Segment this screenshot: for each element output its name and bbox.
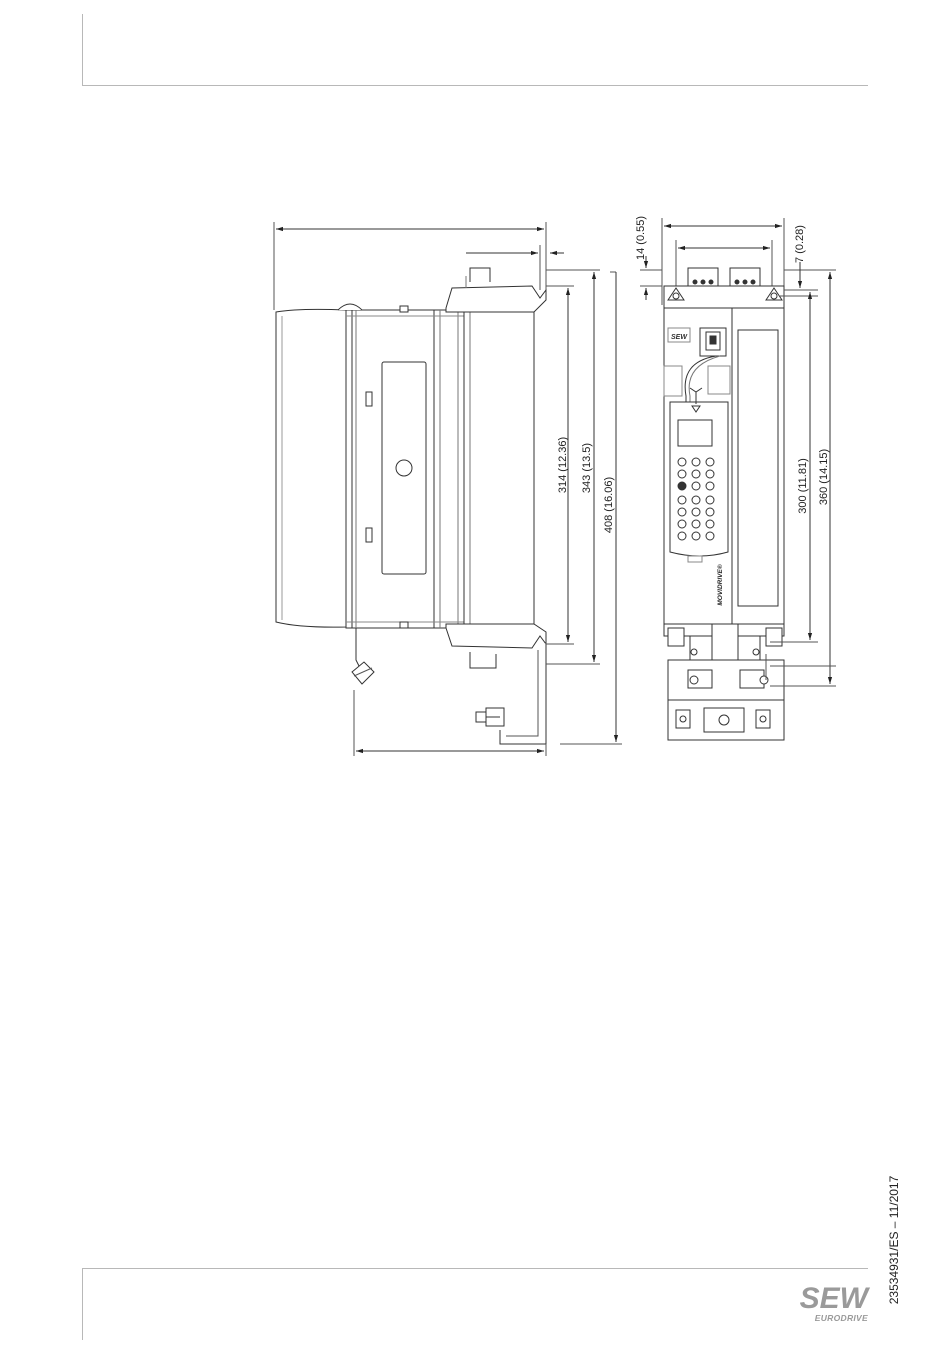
dim-408-label: 408 (16.06)	[603, 477, 615, 533]
movidrive-label: MOVIDRIVE®	[716, 564, 724, 605]
document-reference: 23534931/ES – 11/2017	[887, 1176, 901, 1305]
dim-314-label: 314 (12.36)	[557, 437, 569, 493]
logo-sew-text: SEW	[796, 1284, 868, 1314]
dim-300-label: 300 (11.81)	[797, 458, 809, 513]
logo-eurodrive-text: EURODRIVE	[796, 1314, 868, 1323]
dim-14-label: 14 (0.55)	[635, 216, 647, 260]
side-dimension-labels: 314 (12.36) 343 (13.5) 408 (16.06)	[557, 437, 615, 533]
dim-343-label: 343 (13.5)	[581, 443, 593, 493]
panel-sew-logo: SEW	[671, 334, 688, 341]
keypad-buttons	[678, 458, 714, 540]
side-view	[274, 222, 622, 756]
dim-7-label: 7 (0.28)	[794, 225, 806, 263]
dim-360-label: 360 (14.15)	[818, 449, 830, 505]
sew-eurodrive-logo: SEW EURODRIVE	[796, 1284, 868, 1323]
